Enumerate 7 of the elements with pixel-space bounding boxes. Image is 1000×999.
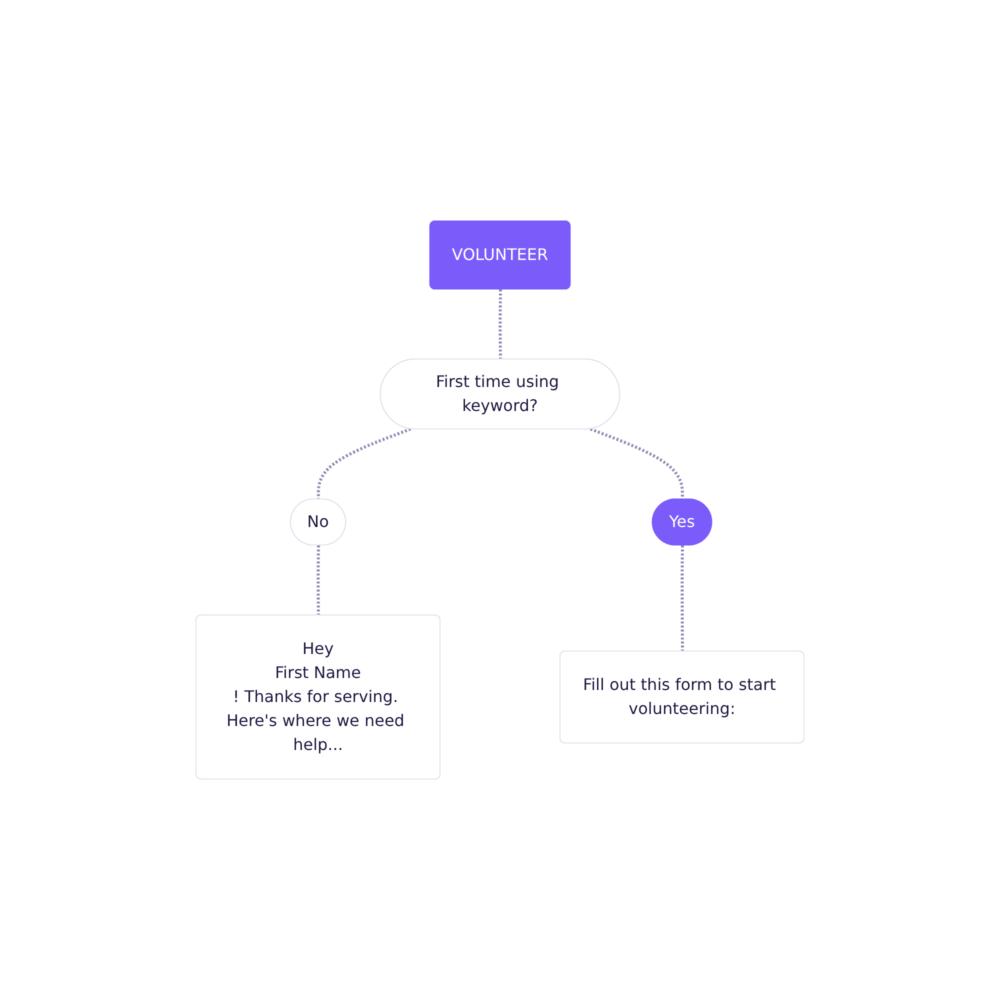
connector [498,288,502,360]
connector [590,427,684,500]
connector [316,544,320,616]
node-text: Fill out this form to start volunteering: [583,674,776,718]
connector [316,427,412,500]
node-text: Hey First Name ! Thanks for serving. Here's where we need help... [226,638,404,754]
connector [680,544,684,652]
